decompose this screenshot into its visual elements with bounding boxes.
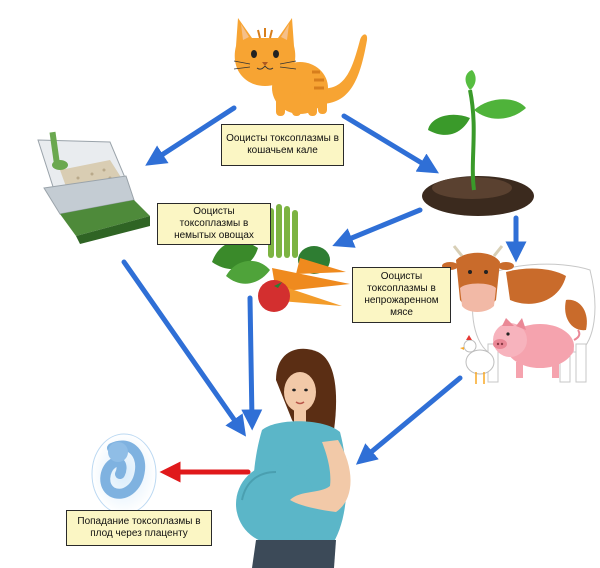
fetus-icon <box>91 433 157 515</box>
vegetables-icon <box>212 204 350 312</box>
pig-icon <box>493 318 581 378</box>
pregnant-woman-icon <box>236 348 351 568</box>
arrow-litter-to-woman <box>121 259 247 437</box>
arrow-cow-to-woman <box>355 375 463 465</box>
chicken-icon <box>460 335 495 384</box>
cat-icon <box>233 18 368 116</box>
arrow-cat-to-litter <box>145 105 237 166</box>
label-undercooked-meat: Ооцисты токсоплазмы в непрожаренном мясе <box>352 267 451 323</box>
arrows <box>121 105 527 483</box>
label-placenta: Попадание токсоплазмы в плод через плаце… <box>66 510 212 546</box>
arrow-vegetables-to-woman <box>241 295 263 431</box>
arrow-soil-to-vegetables <box>332 207 423 248</box>
litter-box-icon <box>37 131 150 244</box>
label-cat-feces: Ооцисты токсоплазмы в кошачьем кале <box>221 124 344 166</box>
plant-sprout-icon <box>422 70 534 216</box>
arrow-cat-to-soil <box>341 113 439 174</box>
label-unwashed-vegetables: Ооцисты токсоплазмы в немытых овощах <box>157 203 271 245</box>
